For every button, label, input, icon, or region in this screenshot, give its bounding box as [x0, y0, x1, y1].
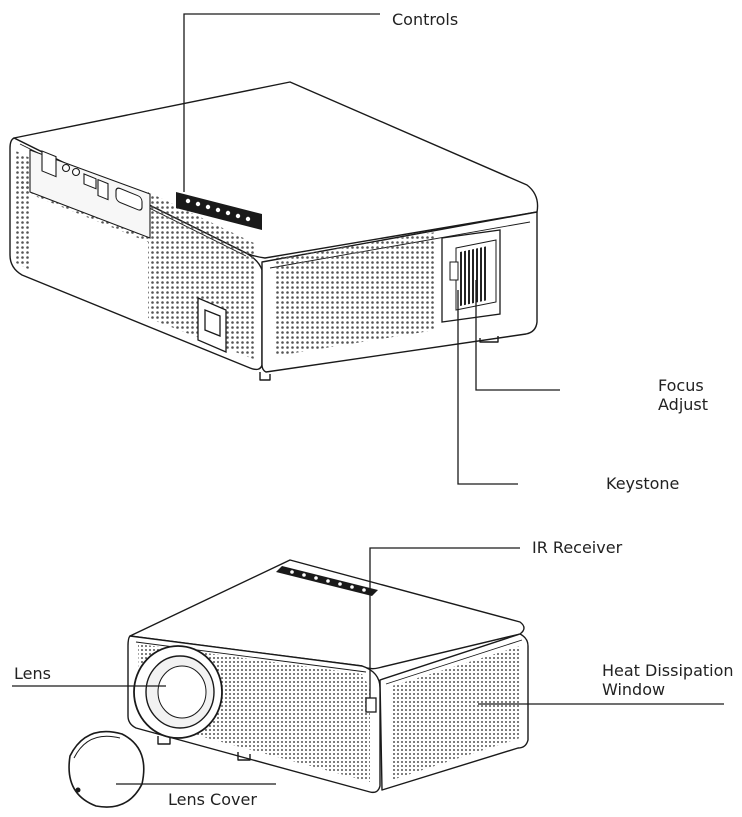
focus-wheel: [441, 229, 501, 323]
keystone-leader: [457, 290, 518, 485]
label-controls: Controls: [392, 10, 459, 29]
label-focus-adjust-line2: Adjust: [658, 395, 709, 414]
label-lens-cover: Lens Cover: [168, 790, 257, 809]
foot: [479, 336, 499, 343]
label-keystone: Keystone: [606, 474, 680, 493]
focus-leader: [475, 280, 560, 391]
ir-leader: [369, 547, 520, 698]
label-heat-line2: Window: [602, 680, 666, 699]
callout-lines-bottom: [12, 547, 724, 785]
rear-vent-left: [14, 150, 30, 270]
ports-panel: [29, 149, 151, 239]
control-buttons-front: [276, 566, 378, 596]
control-buttons: [176, 192, 262, 230]
lens-cover: [68, 730, 145, 808]
side-vent-top: [276, 232, 436, 356]
controls-leader: [183, 13, 380, 192]
power-socket: [197, 297, 227, 353]
label-focus-adjust-line1: Focus: [658, 376, 704, 395]
foot: [259, 372, 271, 381]
label-ir-receiver: IR Receiver: [532, 538, 623, 557]
label-lens: Lens: [14, 664, 51, 683]
callout-lines-top: [183, 13, 560, 485]
lens: [133, 645, 223, 739]
rear-vent-right: [148, 192, 256, 360]
heat-dissipation-window: [392, 646, 520, 780]
ir-receiver: [365, 697, 377, 713]
label-heat-line1: Heat Dissipation: [602, 661, 734, 680]
